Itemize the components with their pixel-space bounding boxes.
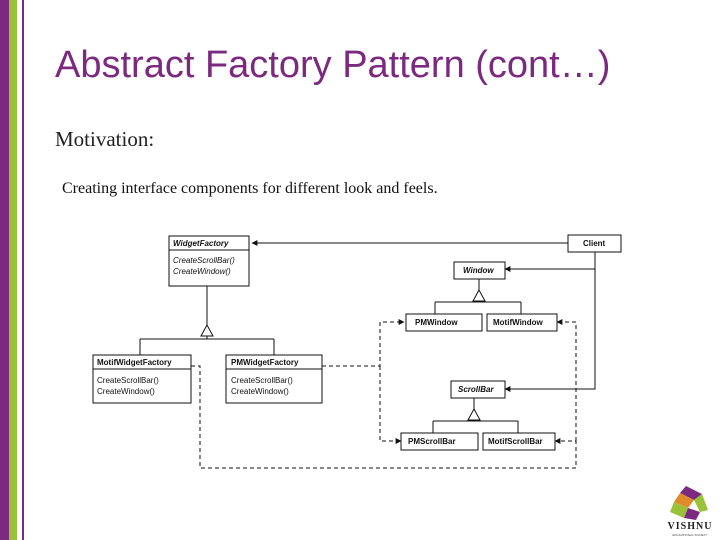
motif-widget-factory-op-1: CreateScrollBar() xyxy=(97,376,159,385)
client-name: Client xyxy=(583,239,606,248)
scroll-bar-name: ScrollBar xyxy=(458,385,494,394)
left-thin-line xyxy=(22,0,24,540)
dep-motiffactory-motifwindow xyxy=(556,319,577,441)
widget-factory-op-1: CreateScrollBar() xyxy=(173,256,235,265)
dep-pmfactory-pmscrollbar xyxy=(379,366,402,444)
class-pm-widget-factory: PMWidgetFactory CreateScrollBar() Create… xyxy=(225,354,323,404)
dep-pmfactory-pmwindow xyxy=(322,319,405,367)
slide-title: Abstract Factory Pattern (cont…) xyxy=(55,44,611,86)
widget-factory-name: WidgetFactory xyxy=(173,239,229,248)
class-pm-window: PMWindow xyxy=(405,313,483,332)
dependency-connectors xyxy=(191,319,577,469)
motif-widget-factory-name: MotifWidgetFactory xyxy=(97,358,172,367)
class-client: Client xyxy=(567,234,622,253)
class-window: Window xyxy=(453,261,506,280)
window-name: Window xyxy=(463,266,494,275)
logo-name: VISHNU xyxy=(667,521,713,532)
class-motif-scroll-bar: MotifScrollBar xyxy=(482,432,556,451)
vishnu-logo-icon xyxy=(670,486,708,520)
slide-body-text: Creating interface components for differ… xyxy=(62,180,438,197)
logo-tagline: EDUCATIONAL SOCIETY xyxy=(672,533,708,537)
class-motif-widget-factory: MotifWidgetFactory CreateScrollBar() Cre… xyxy=(92,354,192,404)
motif-widget-factory-op-2: CreateWindow() xyxy=(97,387,155,396)
pm-widget-factory-name: PMWidgetFactory xyxy=(231,358,299,367)
pm-widget-factory-op-2: CreateWindow() xyxy=(231,387,289,396)
dep-motiffactory-motifscrollbar xyxy=(191,365,577,469)
motif-window-name: MotifWindow xyxy=(493,318,543,327)
class-scroll-bar: ScrollBar xyxy=(450,380,506,399)
class-pm-scroll-bar: PMScrollBar xyxy=(400,432,479,451)
pm-window-name: PMWindow xyxy=(415,318,458,327)
left-purple-bar xyxy=(0,0,9,540)
pm-scroll-bar-name: PMScrollBar xyxy=(408,437,456,446)
motif-scroll-bar-name: MotifScrollBar xyxy=(488,437,543,446)
class-widget-factory: WidgetFactory CreateScrollBar() CreateWi… xyxy=(168,235,250,287)
connectors xyxy=(139,240,596,433)
inherit-widgetfactory-triangle xyxy=(200,323,214,337)
slide-subtitle: Motivation: xyxy=(55,127,155,151)
client-vertical-line xyxy=(504,252,596,392)
class-motif-window: MotifWindow xyxy=(486,313,558,332)
inherit-scrollbar-triangle xyxy=(467,407,481,421)
inherit-window-triangle xyxy=(472,288,486,302)
widget-factory-op-2: CreateWindow() xyxy=(173,267,231,276)
pm-widget-factory-op-1: CreateScrollBar() xyxy=(231,376,293,385)
left-green-bar xyxy=(9,0,17,540)
